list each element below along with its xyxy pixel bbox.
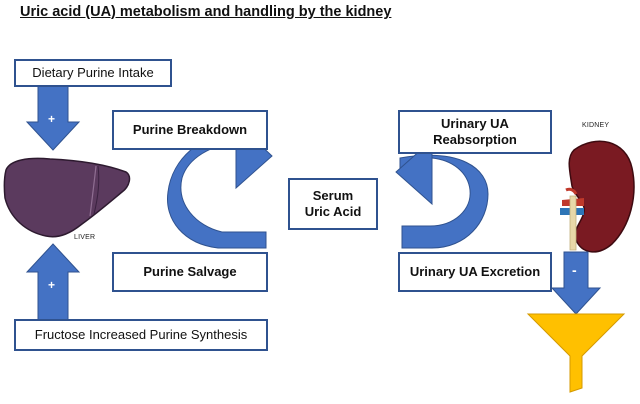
serum-uric-acid-box: Serum Uric Acid [288,178,378,230]
urinary-ua-excretion-text: Urinary UA Excretion [409,263,541,279]
purine-salvage-box: Purine Salvage [112,252,268,292]
serum-uric-acid-line2: Uric Acid [304,204,362,219]
right-cycle-arrow [395,138,489,249]
dietary-intake-arrow [25,85,81,151]
urinary-ua-reabsorption-line2: Reabsorption [433,132,517,147]
urinary-ua-reabsorption-line1: Urinary UA [441,115,509,131]
liver-label: LIVER [74,234,96,241]
dietary-purine-intake-box: Dietary Purine Intake [14,59,172,87]
funnel-illustration [526,313,626,393]
kidney-illustration [560,140,635,253]
fructose-plus-sign: + [48,278,56,292]
purine-breakdown-text: Purine Breakdown [132,121,248,137]
urinary-ua-reabsorption-box: Urinary UA Reabsorption [398,110,552,154]
dietary-plus-sign: + [48,112,56,126]
purine-breakdown-box: Purine Breakdown [112,110,268,150]
excretion-arrow [550,251,602,315]
kidney-minus-sign: - [572,262,577,278]
page-title: Uric acid (UA) metabolism and handling b… [20,4,392,20]
dietary-purine-intake-text: Dietary Purine Intake [32,64,154,80]
kidney-label: KIDNEY [582,122,610,129]
urinary-ua-excretion-box: Urinary UA Excretion [398,252,552,292]
fructose-purine-synthesis-box: Fructose Increased Purine Synthesis [14,319,268,351]
fructose-purine-synthesis-text: Fructose Increased Purine Synthesis [34,326,248,342]
liver-illustration [3,157,131,238]
purine-salvage-text: Purine Salvage [143,263,237,279]
serum-uric-acid-line1: Serum [312,187,354,203]
